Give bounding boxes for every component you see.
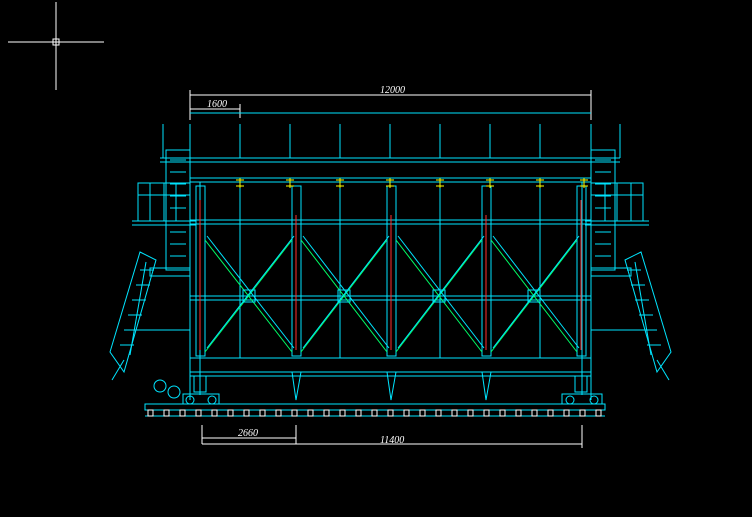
dimension-overall-top: 12000 [380,85,405,96]
x-bracing [204,239,578,353]
dimension-overall-bottom: 11400 [380,435,404,446]
dimension-bay-bottom: 2660 [238,428,258,439]
bolt-markers [236,178,588,188]
rail-sleepers [147,409,602,417]
dimension-bay-top: 1600 [207,99,227,110]
left-side-platform [109,149,196,381]
crosshair-cursor-icon [8,2,104,90]
top-dimension-lines [189,90,592,120]
right-side-platform [585,149,672,381]
top-guardrail [160,112,621,183]
bottom-dimension-lines [201,425,583,448]
x-bracing-outline [206,235,580,349]
brace-gusset-plates [242,289,541,303]
